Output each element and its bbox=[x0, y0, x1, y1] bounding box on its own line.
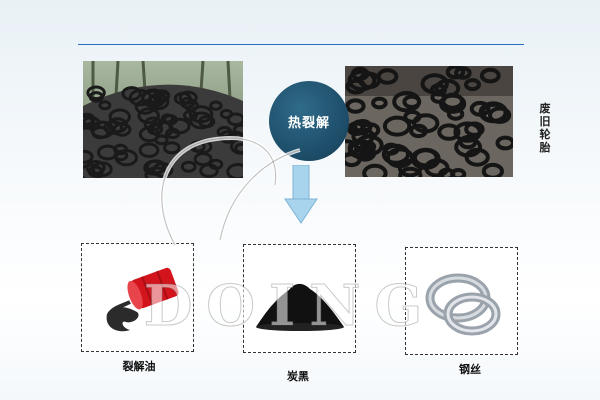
tire-ring bbox=[87, 165, 104, 178]
tire-ring bbox=[106, 117, 129, 134]
tire-ring bbox=[188, 105, 214, 124]
tire-pile-photo-left bbox=[83, 61, 243, 178]
tire-ring bbox=[495, 135, 513, 151]
product-box-carbon bbox=[243, 244, 356, 353]
steel-wire-coil-icon bbox=[425, 273, 501, 336]
tire-ring bbox=[350, 66, 370, 81]
tire-ring bbox=[209, 100, 223, 111]
tire-ring bbox=[434, 78, 461, 98]
carbon-black-pile-icon bbox=[256, 283, 344, 331]
product-box-oil bbox=[81, 243, 194, 352]
tire-ring bbox=[345, 98, 366, 114]
header-divider-line bbox=[78, 44, 524, 45]
tire-ring bbox=[392, 91, 421, 113]
tire-ring bbox=[454, 66, 472, 80]
tire-ring bbox=[464, 78, 481, 92]
tire-ring bbox=[97, 144, 119, 161]
tire-ring bbox=[98, 100, 112, 111]
tire-ring bbox=[137, 107, 160, 125]
product-label-carbon: 炭黑 bbox=[287, 370, 309, 383]
product-label-steel: 钢丝 bbox=[459, 363, 481, 376]
tire-ring bbox=[134, 99, 156, 115]
pyrolysis-label: 热裂解 bbox=[287, 115, 330, 131]
tire-ring bbox=[108, 108, 131, 126]
tire-ring bbox=[219, 108, 233, 120]
oil-barrel-icon bbox=[106, 267, 179, 332]
tire-ring bbox=[121, 86, 142, 102]
tire-ring bbox=[464, 121, 485, 137]
tire-ring bbox=[445, 66, 466, 80]
tire-ring bbox=[88, 91, 104, 103]
tire-ring bbox=[226, 112, 243, 127]
tire-ring bbox=[403, 109, 422, 124]
tire-ring bbox=[409, 123, 428, 139]
tire-ring bbox=[160, 113, 175, 124]
tire-ring bbox=[189, 111, 214, 130]
tire-pile-photo-right bbox=[345, 66, 513, 177]
tire-ring bbox=[454, 136, 482, 158]
tire-ring bbox=[83, 116, 101, 131]
tire-ring bbox=[371, 96, 388, 110]
tire-ring bbox=[345, 151, 362, 168]
tire-ring bbox=[362, 163, 388, 177]
tire-ring bbox=[138, 142, 160, 158]
tire-ring bbox=[481, 162, 504, 177]
tire-ring bbox=[382, 115, 412, 137]
waste-tire-label: 废旧轮胎 bbox=[539, 102, 551, 154]
tire-ring bbox=[183, 99, 200, 112]
tire-ring bbox=[478, 101, 509, 124]
tire-ring bbox=[91, 161, 113, 177]
product-box-steel bbox=[405, 247, 518, 355]
tire-ring bbox=[114, 149, 138, 167]
tire-ring bbox=[410, 147, 441, 170]
tire-ring bbox=[138, 126, 161, 143]
tire-ring bbox=[91, 125, 110, 140]
tire-ring bbox=[173, 91, 192, 106]
tire-ring bbox=[450, 168, 467, 177]
tire-ring bbox=[347, 138, 373, 158]
tire-ring bbox=[86, 85, 106, 101]
product-label-oil: 裂解油 bbox=[122, 360, 156, 373]
tire-ring bbox=[437, 123, 461, 141]
tire-ring bbox=[430, 91, 447, 104]
down-arrow-icon bbox=[284, 165, 318, 224]
tire-ring bbox=[398, 166, 423, 177]
tire-ring bbox=[346, 121, 366, 137]
pyrolysis-process-circle: 热裂解 bbox=[269, 81, 349, 161]
tire-ring bbox=[345, 78, 367, 95]
tire-ring bbox=[83, 114, 95, 130]
tire-ring bbox=[479, 67, 501, 84]
tire-ring bbox=[83, 149, 94, 164]
